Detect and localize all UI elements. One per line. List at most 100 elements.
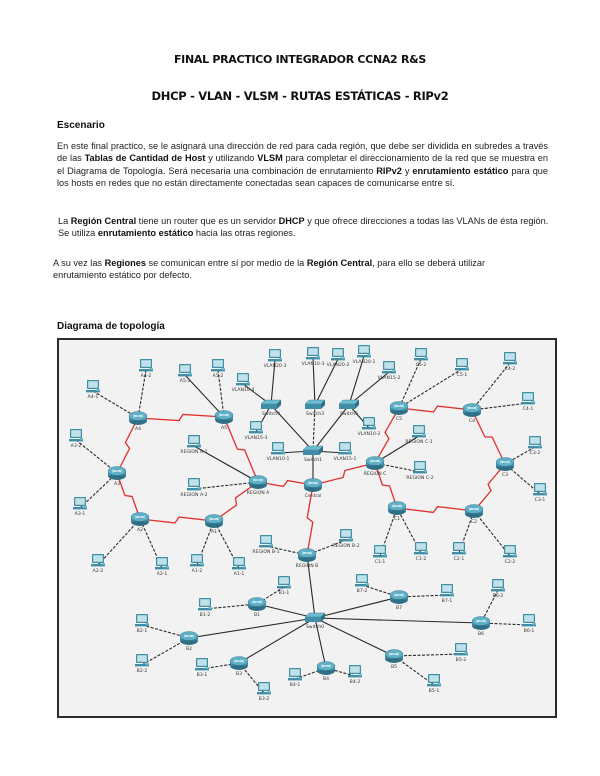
pc-icon[interactable]: REGION B-2 (332, 529, 360, 549)
pc-icon[interactable]: C2-2 (503, 545, 517, 565)
pc-icon[interactable]: C3-1 (533, 483, 547, 503)
pc-icon[interactable]: C4-1 (521, 392, 535, 412)
ethernet-link (256, 586, 285, 605)
pc-label: B6-1 (524, 628, 535, 634)
pc-icon[interactable]: B5-1 (427, 674, 441, 694)
pc-icon[interactable]: C5-2 (414, 348, 428, 368)
serial-link (306, 484, 314, 556)
pc-icon[interactable]: VLAN10-1 (267, 442, 290, 462)
router-icon[interactable]: A4 (128, 411, 148, 433)
router-icon[interactable]: B6 (471, 616, 491, 638)
serial-link (473, 463, 506, 512)
router-icon[interactable]: B7 (389, 590, 409, 612)
pc-icon[interactable]: B6-2 (491, 579, 505, 599)
pc-label: A3-2 (71, 443, 82, 449)
pc-label: VLAN20-1 (353, 359, 376, 365)
switch-icon[interactable]: Switch0 (304, 612, 326, 630)
pc-icon[interactable]: A3-1 (73, 497, 87, 517)
pc-icon[interactable]: A2-1 (155, 557, 169, 577)
pc-icon[interactable]: C2-1 (452, 542, 466, 562)
pc-icon[interactable]: B7-2 (355, 574, 369, 594)
ethernet-link (348, 371, 390, 406)
pc-icon[interactable]: A1-2 (190, 554, 204, 574)
pc-icon[interactable]: REGION A-2 (180, 478, 208, 498)
router-icon[interactable]: A2 (130, 512, 150, 534)
pc-icon[interactable]: C3-2 (528, 436, 542, 456)
pc-icon[interactable]: B4-2 (348, 665, 362, 685)
switch-icon[interactable]: Switch3 (304, 399, 326, 417)
pc-icon[interactable]: B1-1 (277, 576, 291, 596)
switch-icon[interactable]: Switch5 (338, 399, 360, 417)
pc-icon[interactable]: B2-2 (135, 654, 149, 674)
router-icon[interactable]: C1 (387, 501, 407, 523)
pc-icon[interactable]: VLAN10-4 (232, 373, 255, 393)
pc-icon[interactable]: REGION B-1 (252, 535, 280, 555)
pc-icon[interactable]: C5-1 (455, 358, 469, 378)
router-icon[interactable]: REGION B (296, 548, 319, 570)
pc-icon[interactable]: REGION A-1 (180, 435, 208, 455)
pc-icon[interactable]: REGION C-1 (405, 425, 433, 445)
pc-icon[interactable]: VLAN20-2 (327, 348, 350, 368)
router-icon[interactable]: C2 (464, 504, 484, 526)
router-icon[interactable]: B2 (179, 631, 199, 653)
document-title: FINAL PRACTICO INTEGRADOR CCNA2 R&S (173, 53, 427, 66)
pc-icon[interactable]: VLAN10-3 (302, 347, 325, 367)
pc-icon[interactable]: B3-2 (257, 682, 271, 702)
text-run: para que los hosts en redes que no están… (57, 165, 549, 188)
pc-icon[interactable]: C1-2 (414, 542, 428, 562)
pc-icon[interactable]: B4-1 (288, 668, 302, 688)
router-icon[interactable]: A5 (214, 410, 234, 432)
pc-label: C1-1 (375, 559, 386, 565)
pc-icon[interactable]: B3-1 (195, 658, 209, 678)
router-icon[interactable]: B3 (229, 656, 249, 678)
text-run: y (401, 165, 413, 176)
pc-label: C3-2 (530, 450, 541, 456)
router-icon[interactable]: C3 (495, 457, 515, 479)
pc-icon[interactable]: A3-2 (69, 429, 83, 449)
router-label: B4 (323, 676, 329, 682)
switch-label: Switch3 (306, 411, 324, 417)
router-icon[interactable]: C5 (389, 401, 409, 423)
router-icon[interactable]: C4 (462, 403, 482, 425)
pc-icon[interactable]: C1-1 (373, 545, 387, 565)
pc-icon[interactable]: A4-2 (139, 359, 153, 379)
switch-icon[interactable]: Switch1 (302, 445, 324, 463)
pc-label: A3-1 (75, 511, 86, 517)
ethernet-link (314, 617, 395, 657)
text-run: En este final practico, se le asignará u… (57, 141, 548, 164)
ethernet-link (97, 518, 141, 566)
pc-icon[interactable]: A2-2 (91, 554, 105, 574)
serial-link (471, 409, 506, 465)
router-icon[interactable]: B4 (316, 661, 336, 683)
switch-icon[interactable]: Switch4 (260, 399, 282, 417)
pc-icon[interactable]: VLAN15-2 (378, 361, 401, 381)
router-icon[interactable]: B5 (384, 649, 404, 671)
router-icon[interactable]: REGION A (247, 475, 271, 497)
pc-icon[interactable]: A1-1 (232, 557, 246, 577)
pc-icon[interactable]: A5-2 (211, 359, 225, 379)
pc-icon[interactable]: VLAN15-3 (245, 421, 268, 441)
pc-icon[interactable]: A4-1 (86, 380, 100, 400)
pc-icon[interactable]: B2-1 (135, 614, 149, 634)
pc-icon[interactable]: VLAN20-1 (353, 345, 376, 365)
bold-run: Regiones (104, 258, 146, 268)
pc-icon[interactable]: B6-1 (522, 614, 536, 634)
router-icon[interactable]: Central (303, 478, 323, 500)
pc-label: REGION C-1 (405, 439, 432, 445)
pc-icon[interactable]: B1-2 (198, 598, 212, 618)
pc-icon[interactable]: A5-1 (178, 364, 192, 384)
pc-icon[interactable]: B7-1 (440, 584, 454, 604)
pc-icon[interactable]: REGION C-2 (406, 461, 434, 481)
serial-link (116, 472, 141, 520)
router-icon[interactable]: B1 (247, 597, 267, 619)
router-icon[interactable]: REGION C (364, 456, 387, 478)
pc-icon[interactable]: B5-2 (454, 643, 468, 663)
router-icon[interactable]: A3 (107, 466, 127, 488)
pc-icon[interactable]: VLAN10-2 (358, 417, 381, 437)
pc-icon[interactable]: VLAN15-1 (334, 442, 357, 462)
scenario-paragraph-2: La Región Central tiene un router que es… (58, 215, 550, 240)
pc-icon[interactable]: VLAN20-3 (264, 349, 287, 369)
router-icon[interactable]: A1 (204, 514, 224, 536)
pc-icon[interactable]: C4-2 (503, 352, 517, 372)
